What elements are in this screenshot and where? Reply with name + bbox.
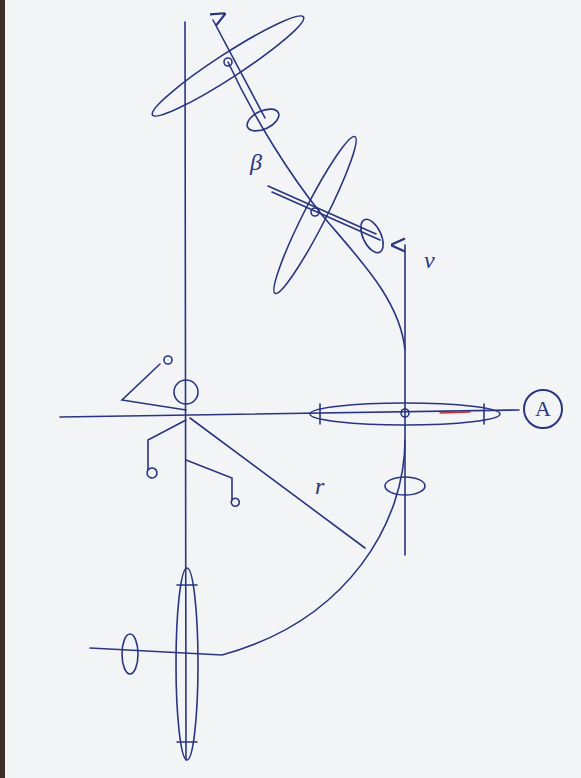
node-text: A <box>535 398 551 420</box>
radius-line <box>190 418 365 548</box>
glider-a <box>310 245 500 555</box>
glider-bottom <box>122 568 198 760</box>
flight-path <box>90 440 405 655</box>
stick-figure <box>122 356 239 506</box>
symbol-label: r <box>315 474 324 498</box>
paper-edge <box>0 0 5 778</box>
flight-path <box>228 62 405 350</box>
glider-top <box>146 7 310 135</box>
glider-middle <box>265 132 388 299</box>
symbol-label: v <box>424 248 435 272</box>
red-mark <box>440 412 470 413</box>
vertical-axis <box>185 22 186 760</box>
circled-letter: A <box>523 389 563 429</box>
symbol-label: β <box>250 150 262 174</box>
horizontal-axis <box>60 410 519 417</box>
